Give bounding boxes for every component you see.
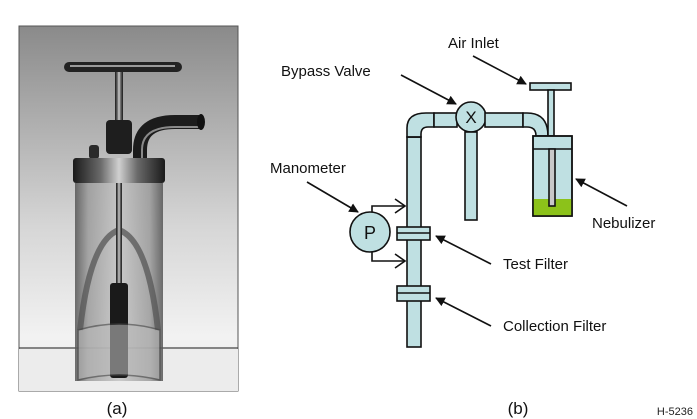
label-manometer: Manometer: [270, 160, 346, 177]
label-air-inlet: Air Inlet: [448, 35, 500, 52]
center-rod: [116, 183, 122, 283]
outlet-tube: [133, 115, 200, 160]
air-inlet-stem: [547, 89, 555, 137]
main-vertical-pipe: [406, 136, 422, 348]
arrow-bypass-valve: [400, 74, 457, 105]
base-cup: [77, 323, 161, 381]
arrow-test-filter: [435, 235, 492, 265]
panel-a-photo: (a): [18, 25, 239, 418]
manometer-tap-lower: [371, 252, 405, 262]
lid-knob: [89, 145, 99, 159]
air-inlet-cap: [529, 82, 572, 91]
plunger-rod: [115, 72, 123, 122]
top-pipe-right: [484, 112, 524, 128]
nebulizer-rod: [548, 148, 556, 207]
lid: [73, 158, 165, 183]
panel-b-labels: Air Inlet Bypass Valve Manometer Nebuliz…: [270, 35, 693, 418]
label-bypass-valve: Bypass Valve: [281, 63, 371, 80]
manometer-gauge: [349, 211, 391, 253]
figure-id: H-5236: [657, 406, 693, 418]
bypass-drop-pipe: [464, 131, 478, 221]
nebulizer-liquid: [533, 199, 572, 216]
top-pipe-left: [433, 112, 458, 128]
left-elbow: [406, 112, 435, 138]
right-elbow: [522, 112, 549, 137]
caption-b: (b): [508, 399, 529, 418]
arrow-collection-filter: [435, 297, 492, 327]
label-nebulizer: Nebulizer: [592, 215, 655, 232]
label-test-filter: Test Filter: [503, 256, 568, 273]
arrow-air-inlet: [472, 55, 527, 85]
plunger-nut: [106, 120, 132, 154]
manometer-tap-upper: [371, 205, 405, 212]
arrow-nebulizer: [575, 178, 628, 207]
bypass-valve-symbol: X: [465, 108, 476, 127]
t-handle-highlight: [70, 65, 175, 67]
caption-a: (a): [107, 399, 128, 418]
label-collection-filter: Collection Filter: [503, 318, 606, 335]
panel-b-diagram: X P: [349, 82, 573, 348]
arrow-manometer: [306, 181, 359, 213]
manometer-symbol: P: [364, 223, 376, 243]
